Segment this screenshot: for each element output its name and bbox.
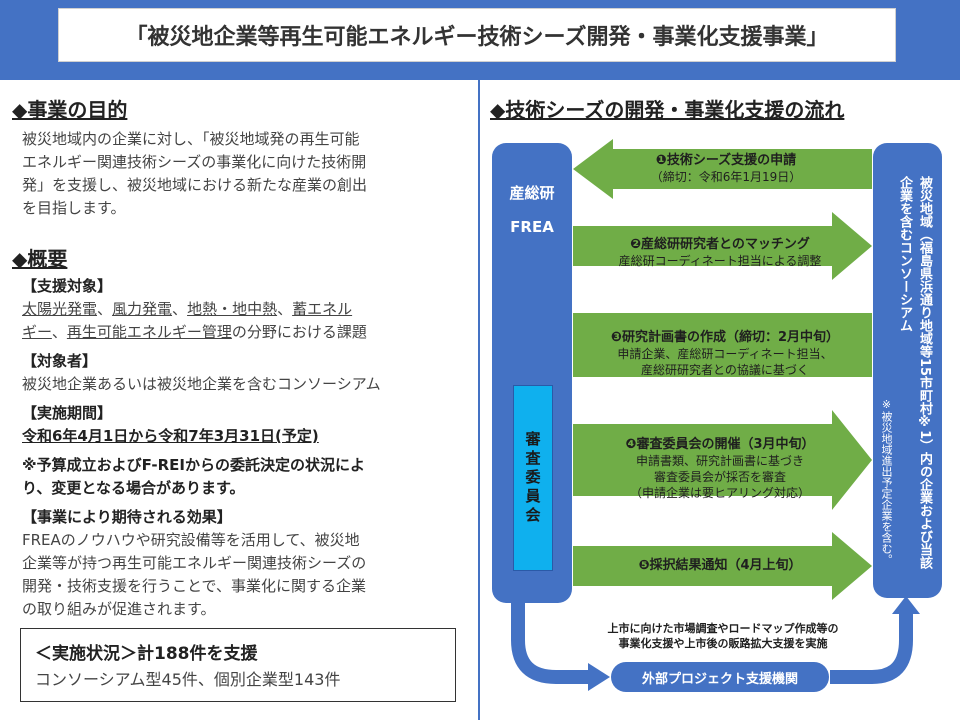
target-item: 蓄エネル (292, 300, 353, 318)
target-item: 再生可能エネルギー管理 (66, 323, 232, 341)
overview-heading: ◆概要 (12, 247, 68, 271)
step-title: ❺採択結果通知（4月上旬） (638, 558, 802, 573)
region-company-column (873, 143, 942, 598)
purpose-line: エネルギー関連技術シーズの事業化に向けた技術開 (22, 153, 367, 171)
support-note-line: 事業化支援や上市後の販路拡大支援を実施 (618, 637, 828, 650)
period-text: 令和6年4月1日から令和7年3月31日(予定) (22, 427, 319, 445)
region-company-note: ※被災地域進出予定企業を含む。 (880, 398, 893, 565)
support-note: 上市に向けた市場調査やロードマップ作成等の 事業化支援や上市後の販路拡大支援を実… (573, 621, 873, 651)
status-box: ＜実施状況＞計188件を支援 コンソーシアム型45件、個別企業型143件 (20, 628, 456, 702)
effect-line: 企業等が持つ再生可能エネルギー関連技術シーズの (22, 554, 367, 572)
effect-line: FREAのノウハウや研究設備等を活用して、被災地 (22, 531, 360, 549)
review-committee-box: 審査委員会 (513, 385, 553, 571)
step-band-3 (573, 313, 872, 377)
external-support-org: 外部プロジェクト支援機関 (611, 662, 829, 692)
effect-line: の取り組みが促進されます。 (22, 600, 216, 618)
step-arrow-4 (573, 410, 872, 510)
status-breakdown: コンソーシアム型45件、個別企業型143件 (35, 670, 341, 689)
page-title: 「被災地企業等再生可能エネルギー技術シーズ開発・事業化支援事業」 (58, 8, 896, 62)
aist-label: 産総研 (509, 184, 555, 202)
effect-line: 開発・技術支援を行うことで、事業化に関する企業 (22, 577, 366, 595)
eligible-label: 【対象者】 (22, 352, 98, 370)
flow-to-external-arrow (511, 600, 590, 684)
header-banner: 「被災地企業等再生可能エネルギー技術シーズ開発・事業化支援事業」 (0, 0, 960, 80)
column-divider (478, 80, 480, 720)
step-detail: 審査委員会が採否を審査 (653, 470, 786, 484)
step-arrow-5 (573, 532, 872, 600)
status-total: ＜実施状況＞計188件を支援 (35, 644, 258, 664)
step-3-text: ❸研究計画書の作成（締切：2月中旬） 申請企業、産総研コーディネート担当、 産総… (578, 330, 872, 378)
step-2-text: ❷産総研研究者とのマッチング 産総研コーディネート担当による調整 (580, 237, 860, 269)
flow-heading: ◆技術シーズの開発・事業化支援の流れ (490, 98, 845, 122)
purpose-heading: ◆事業の目的 (12, 98, 128, 122)
target-item: 地熱・地中熱 (187, 300, 278, 318)
purpose-line: 発」を支援し、被災地域における新たな産業の創出 (22, 176, 368, 194)
step-detail: （申請企業は要ヒアリング対応） (629, 486, 810, 500)
purpose-text: 被災地域内の企業に対し、「被災地域発の再生可能 エネルギー関連技術シーズの事業化… (22, 128, 470, 220)
period-label: 【実施期間】 (22, 404, 113, 422)
step-detail: 申請企業、産総研コーディネート担当、 (617, 347, 833, 361)
purpose-line: 被災地域内の企業に対し、「被災地域発の再生可能 (22, 130, 360, 148)
step-5-text: ❺採択結果通知（4月上旬） (580, 558, 860, 574)
step-arrow-1 (573, 139, 872, 199)
note-line: り、変更となる場合があります。 (22, 479, 245, 497)
step-detail: 産総研コーディネート担当による調整 (618, 254, 822, 268)
step-4-text: ❹審査委員会の開催（3月中旬） 申請書類、研究計画書に基づき 審査委員会が採否を… (580, 437, 860, 501)
step-detail: 申請書類、研究計画書に基づき (635, 454, 804, 468)
region-company-label: 被災地域（福島県浜通り地域等15市町村※1）内の企業および当該企業を含むコンソー… (897, 176, 932, 570)
step-1-text: ❶技術シーズ支援の申請 （締切：令和6年1月19日） (606, 153, 846, 185)
target-suffix: の分野における課題 (231, 323, 367, 341)
step-title: ❹審査委員会の開催（3月中旬） (625, 437, 815, 452)
target-line-1: 太陽光発電、風力発電、地熱・地中熱、蓄エネル (22, 300, 353, 318)
target-label: 【支援対象】 (22, 277, 113, 295)
step-title: ❷産総研研究者とのマッチング (630, 237, 810, 252)
frea-label: FREA (510, 218, 554, 236)
effect-label: 【事業により期待される効果】 (22, 508, 232, 526)
step-title: ❸研究計画書の作成（締切：2月中旬） (610, 330, 840, 345)
target-item: 風力発電 (112, 300, 173, 318)
external-to-region-arrowhead (892, 596, 920, 614)
eligible-text: 被災地企業あるいは被災地企業を含むコンソーシアム (22, 375, 381, 393)
step-detail: （締切：令和6年1月19日） (650, 170, 802, 184)
support-note-line: 上市に向けた市場調査やロードマップ作成等の (607, 622, 839, 635)
step-title: ❶技術シーズ支援の申請 (655, 153, 797, 168)
step-detail: 産総研研究者との協議に基づく (641, 363, 809, 377)
external-to-region-arrow (830, 612, 913, 684)
overview-section: 【支援対象】 太陽光発電、風力発電、地熱・地中熱、蓄エネル ギー、再生可能エネル… (22, 275, 470, 621)
note-line: ※予算成立およびF-REIからの委託決定の状況によ (22, 456, 365, 474)
target-item: 太陽光発電 (22, 300, 98, 318)
step-arrow-2 (573, 212, 872, 280)
target-item: ギー (22, 323, 52, 341)
target-line-2: ギー、再生可能エネルギー管理の分野における課題 (22, 323, 367, 341)
purpose-line: を目指します。 (22, 199, 126, 217)
flow-to-external-arrowhead (588, 663, 610, 691)
